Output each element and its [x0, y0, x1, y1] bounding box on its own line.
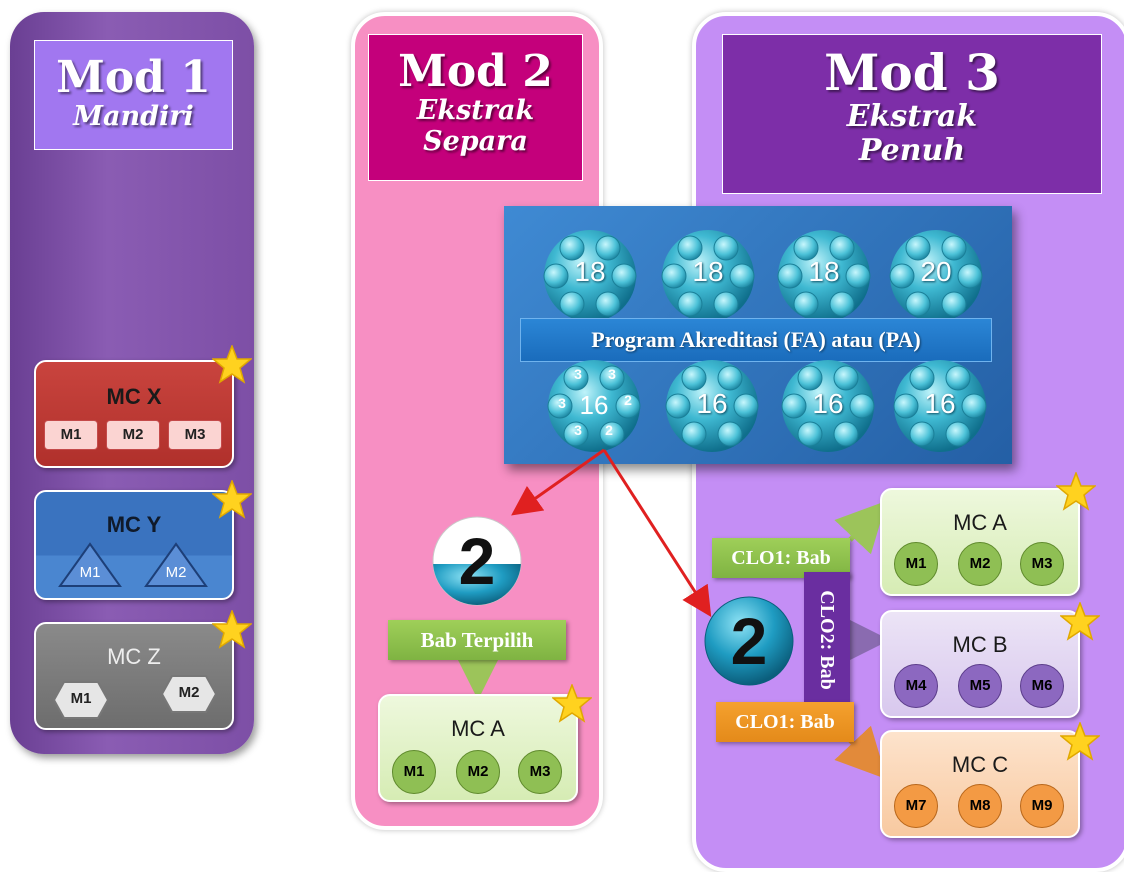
- cluster-count: 16: [579, 390, 609, 420]
- mc-x-title: MC X: [106, 384, 162, 409]
- mod2-mc-a-module-1: M1: [392, 750, 436, 794]
- cluster-icon: [547, 360, 641, 452]
- cluster-count: 16: [812, 388, 844, 419]
- cluster-icon: [889, 230, 983, 322]
- sub-count: 2: [624, 392, 632, 408]
- mod3-mc-a-module-3: M3: [1020, 542, 1064, 586]
- cluster-icon: [781, 360, 875, 452]
- mc-z-card: MC Z M1 M2: [34, 622, 234, 730]
- mod1-title: Mod 1: [56, 52, 211, 103]
- mc-y-module-2: M2: [165, 564, 187, 581]
- mod2-subtitle-2: Separa: [423, 126, 528, 158]
- clo1-top-label: CLO1: Bab: [712, 538, 850, 578]
- mod3-mc-b-card: MC B M4 M5 M6: [880, 610, 1080, 718]
- sub-count: 3: [608, 366, 616, 382]
- mc-x-module-1: M1: [44, 420, 98, 450]
- mc-z-module-2: M2: [178, 684, 200, 701]
- hexagon-icon: [52, 681, 110, 719]
- cluster-icon: [661, 230, 755, 322]
- mod3-mc-b-module-3: M6: [1020, 664, 1064, 708]
- cluster-icon: [665, 360, 759, 452]
- mod3-mc-c-title: MC C: [951, 752, 1009, 777]
- mod3-mc-b-module-1: M4: [894, 664, 938, 708]
- mod3-mc-b-title: MC B: [952, 632, 1008, 657]
- mod3-number: 2: [730, 604, 768, 678]
- hexagon-icon: [160, 675, 218, 713]
- sub-count: 2: [605, 422, 613, 438]
- mc-y-title: MC Y: [106, 512, 162, 537]
- arrow-to-mc-c: [834, 725, 887, 780]
- mod3-mc-c-card: MC C M7 M8 M9: [880, 730, 1080, 838]
- mod3-mc-b-module-2: M5: [958, 664, 1002, 708]
- sub-count: 3: [574, 422, 582, 438]
- mod3-mc-a-module-2: M2: [958, 542, 1002, 586]
- cluster-count: 18: [692, 256, 724, 287]
- cluster-count: 16: [696, 388, 728, 419]
- program-label: Program Akreditasi (FA) atau (PA): [520, 318, 992, 362]
- mod3-mc-c-module-2: M8: [958, 784, 1002, 828]
- mod3-subtitle-1: Ekstrak: [846, 98, 978, 134]
- mod2-mc-a-card: MC A M1 M2 M3: [378, 694, 578, 802]
- mod2-subtitle-1: Ekstrak: [416, 95, 535, 127]
- triangle-icon: [58, 542, 122, 587]
- star-icon: [1060, 602, 1100, 640]
- cluster-count: 18: [574, 256, 606, 287]
- mod2-title: Mod 2: [398, 46, 553, 97]
- mod2-number: 2: [458, 524, 496, 598]
- sub-count: 3: [558, 395, 566, 411]
- cluster-icon: [893, 360, 987, 452]
- mc-z-title: MC Z: [107, 644, 161, 669]
- mod2-mc-a-module-3: M3: [518, 750, 562, 794]
- mc-x-module-2: M2: [106, 420, 160, 450]
- mod3-mc-a-title: MC A: [953, 510, 1007, 535]
- sub-count: 3: [574, 366, 582, 382]
- triangle-icon: [144, 542, 208, 587]
- mod3-mc-a-card: MC A M1 M2 M3: [880, 488, 1080, 596]
- star-icon: [1060, 722, 1100, 760]
- clo2-label: CLO2: Bab: [816, 590, 838, 690]
- star-icon: [552, 684, 592, 722]
- mod2-mc-a-title: MC A: [451, 716, 505, 741]
- mod3-title: Mod 3: [824, 43, 1000, 102]
- cluster-count: 18: [808, 256, 840, 287]
- cluster-icon: [777, 230, 871, 322]
- arrow-to-mod3: [602, 449, 712, 618]
- mod1-title-box: Mod 1 Mandiri: [34, 40, 233, 150]
- clo1-bottom-label: CLO1: Bab: [716, 702, 854, 742]
- cluster-count: 16: [924, 388, 956, 419]
- mod2-title-box: Mod 2 Ekstrak Separa: [368, 34, 583, 181]
- mod3-mc-a-module-1: M1: [894, 542, 938, 586]
- mc-y-module-1: M1: [79, 564, 101, 581]
- bab-terpilih-label: Bab Terpilih: [388, 620, 566, 660]
- mod3-subtitle-2: Penuh: [858, 133, 966, 168]
- mod3-title-box: Mod 3 Ekstrak Penuh: [722, 34, 1102, 194]
- mod1-subtitle: Mandiri: [73, 101, 194, 133]
- arrow-to-mc-a: [834, 500, 887, 555]
- arrow-to-mod2: [511, 448, 605, 516]
- cluster-icon: [543, 230, 637, 322]
- clo2-label-box: CLO2: Bab: [804, 572, 850, 708]
- number-ball-icon: [704, 596, 794, 686]
- mod3-mc-c-module-1: M7: [894, 784, 938, 828]
- mod3-mc-c-module-3: M9: [1020, 784, 1064, 828]
- mod2-mc-a-module-2: M2: [456, 750, 500, 794]
- mc-x-module-3: M3: [168, 420, 222, 450]
- star-icon: [1056, 472, 1096, 510]
- mc-z-module-1: M1: [70, 690, 92, 707]
- mc-x-card: MC X M1 M2 M3: [34, 360, 234, 468]
- cluster-count: 20: [920, 256, 952, 287]
- mc-y-card: MC Y M1 M2: [34, 490, 234, 600]
